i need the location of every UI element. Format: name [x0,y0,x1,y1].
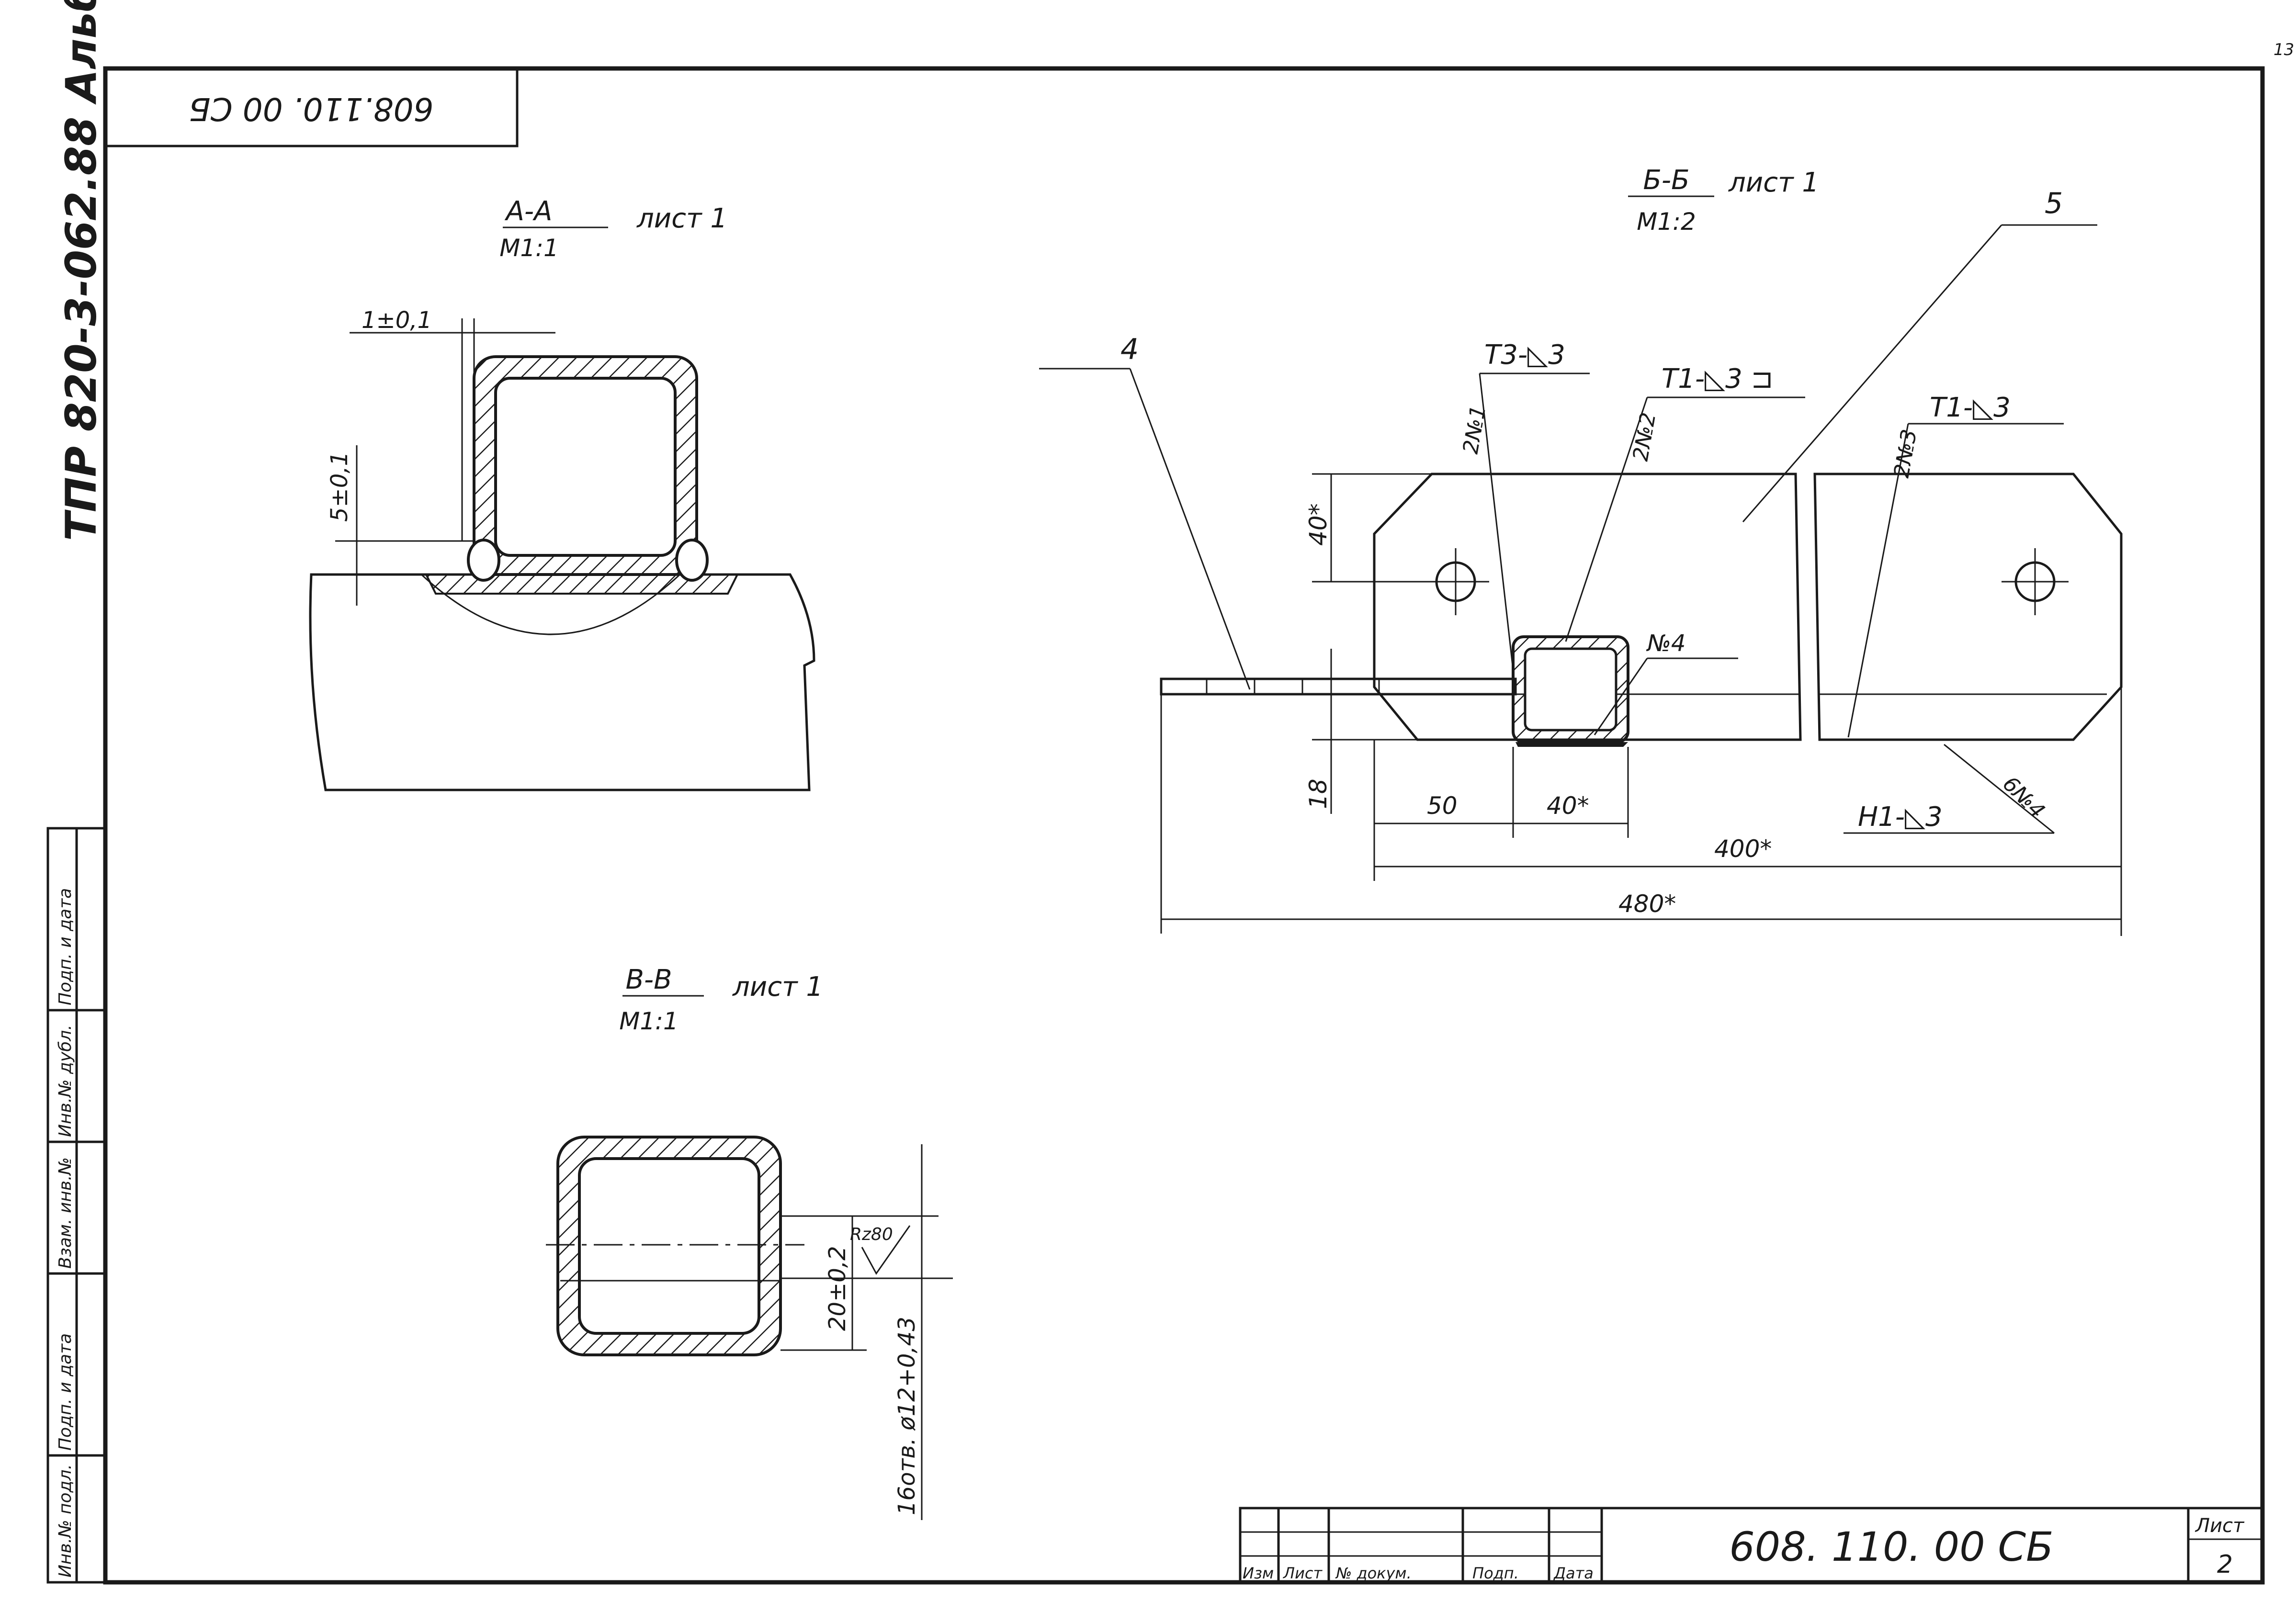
section-vv-scale: М1:1 [619,1007,679,1035]
tb-sheet-label: Лист [2194,1515,2245,1537]
page-number: 13 [2273,40,2294,59]
position-4: 4 [1120,333,1139,366]
section-bb-scale: М1:2 [1637,208,1696,236]
corner-stamp-text: 608.110. 00 СБ [189,90,433,127]
section-bb-title: Б-Б [1643,165,1689,196]
seam-4: №4 [1646,630,1685,657]
position-5: 5 [2045,187,2063,220]
weld-label-2: Т1-◺3 ⊐ [1662,363,1773,394]
section-vv-title: В-В [625,964,672,995]
tb-col-data: Дата [1553,1564,1594,1582]
album-title: ТПР 820-3-062.88 Альбом II [57,0,106,541]
stamp-vzam-inv: Взам. инв.№ [56,1157,75,1269]
seam-3: 2№3 [1889,428,1922,480]
tb-designation: 608. 110. 00 СБ [1729,1523,2053,1570]
dim-400: 400* [1714,835,1772,863]
dim-18: 18 [1304,778,1332,809]
weld-label-4: Н1-◺3 [1858,801,1943,833]
section-vv-sheet: лист 1 [732,971,823,1003]
title-block: Изм Лист № докум. Подп. Дата 608. 110. 0… [1239,1507,2264,1584]
tb-col-dokum: № докум. [1335,1564,1412,1582]
seam-2: 2№2 [1629,411,1661,463]
dim-aa-height: 5±0,1 [326,451,353,522]
dim-40-vertical: 40* [1304,503,1332,546]
seam-5: 6№4 [1998,772,2049,823]
section-aa-sheet: лист 1 [636,203,727,234]
dim-50: 50 [1427,792,1458,820]
dim-vv-holes: 16отв. ø12+0,43 [894,1317,920,1515]
section-bb: Б-Б М1:2 лист 1 4 5 [1039,165,2123,936]
stamp-inv-dubl: Инв.№ дубл. [56,1025,75,1137]
section-vv: В-В М1:1 лист 1 20±0,2 16отв. ø12+0,43 R… [546,964,953,1520]
tb-sheet-number: 2 [2217,1550,2233,1579]
section-aa: А-А М1:1 лист 1 1±0,1 5±0,1 [309,196,815,791]
dim-vv-20: 20±0,2 [824,1246,851,1331]
roughness-mark: Rz80 [850,1225,893,1244]
corner-stamp: 608.110. 00 СБ [105,68,519,147]
dim-40-horizontal: 40* [1547,792,1589,820]
section-aa-title: А-А [505,196,553,227]
tb-col-list: Лист [1283,1564,1323,1582]
section-bb-sheet: лист 1 [1728,167,1819,198]
stamp-podp-data-2: Подп. и дата [56,888,75,1005]
side-stamp: Инв.№ подл. Подп. и дата Взам. инв.№ Инв… [46,827,107,1584]
stamp-podp-data-1: Подп. и дата [56,1333,75,1451]
tb-col-izm: Изм [1243,1564,1274,1582]
seam-1: 2№1 [1459,404,1491,456]
tb-col-podp: Подп. [1472,1564,1519,1582]
weld-label-3: Т1-◺3 [1930,392,2011,423]
drawing-frame [103,66,2265,1585]
stamp-inv-podl: Инв.№ подл. [56,1464,75,1578]
dim-480: 480* [1618,890,1676,918]
weld-label-1: Т3-◺3 [1484,339,1565,371]
dim-aa-gap: 1±0,1 [362,307,432,334]
section-aa-scale: М1:1 [499,234,559,262]
